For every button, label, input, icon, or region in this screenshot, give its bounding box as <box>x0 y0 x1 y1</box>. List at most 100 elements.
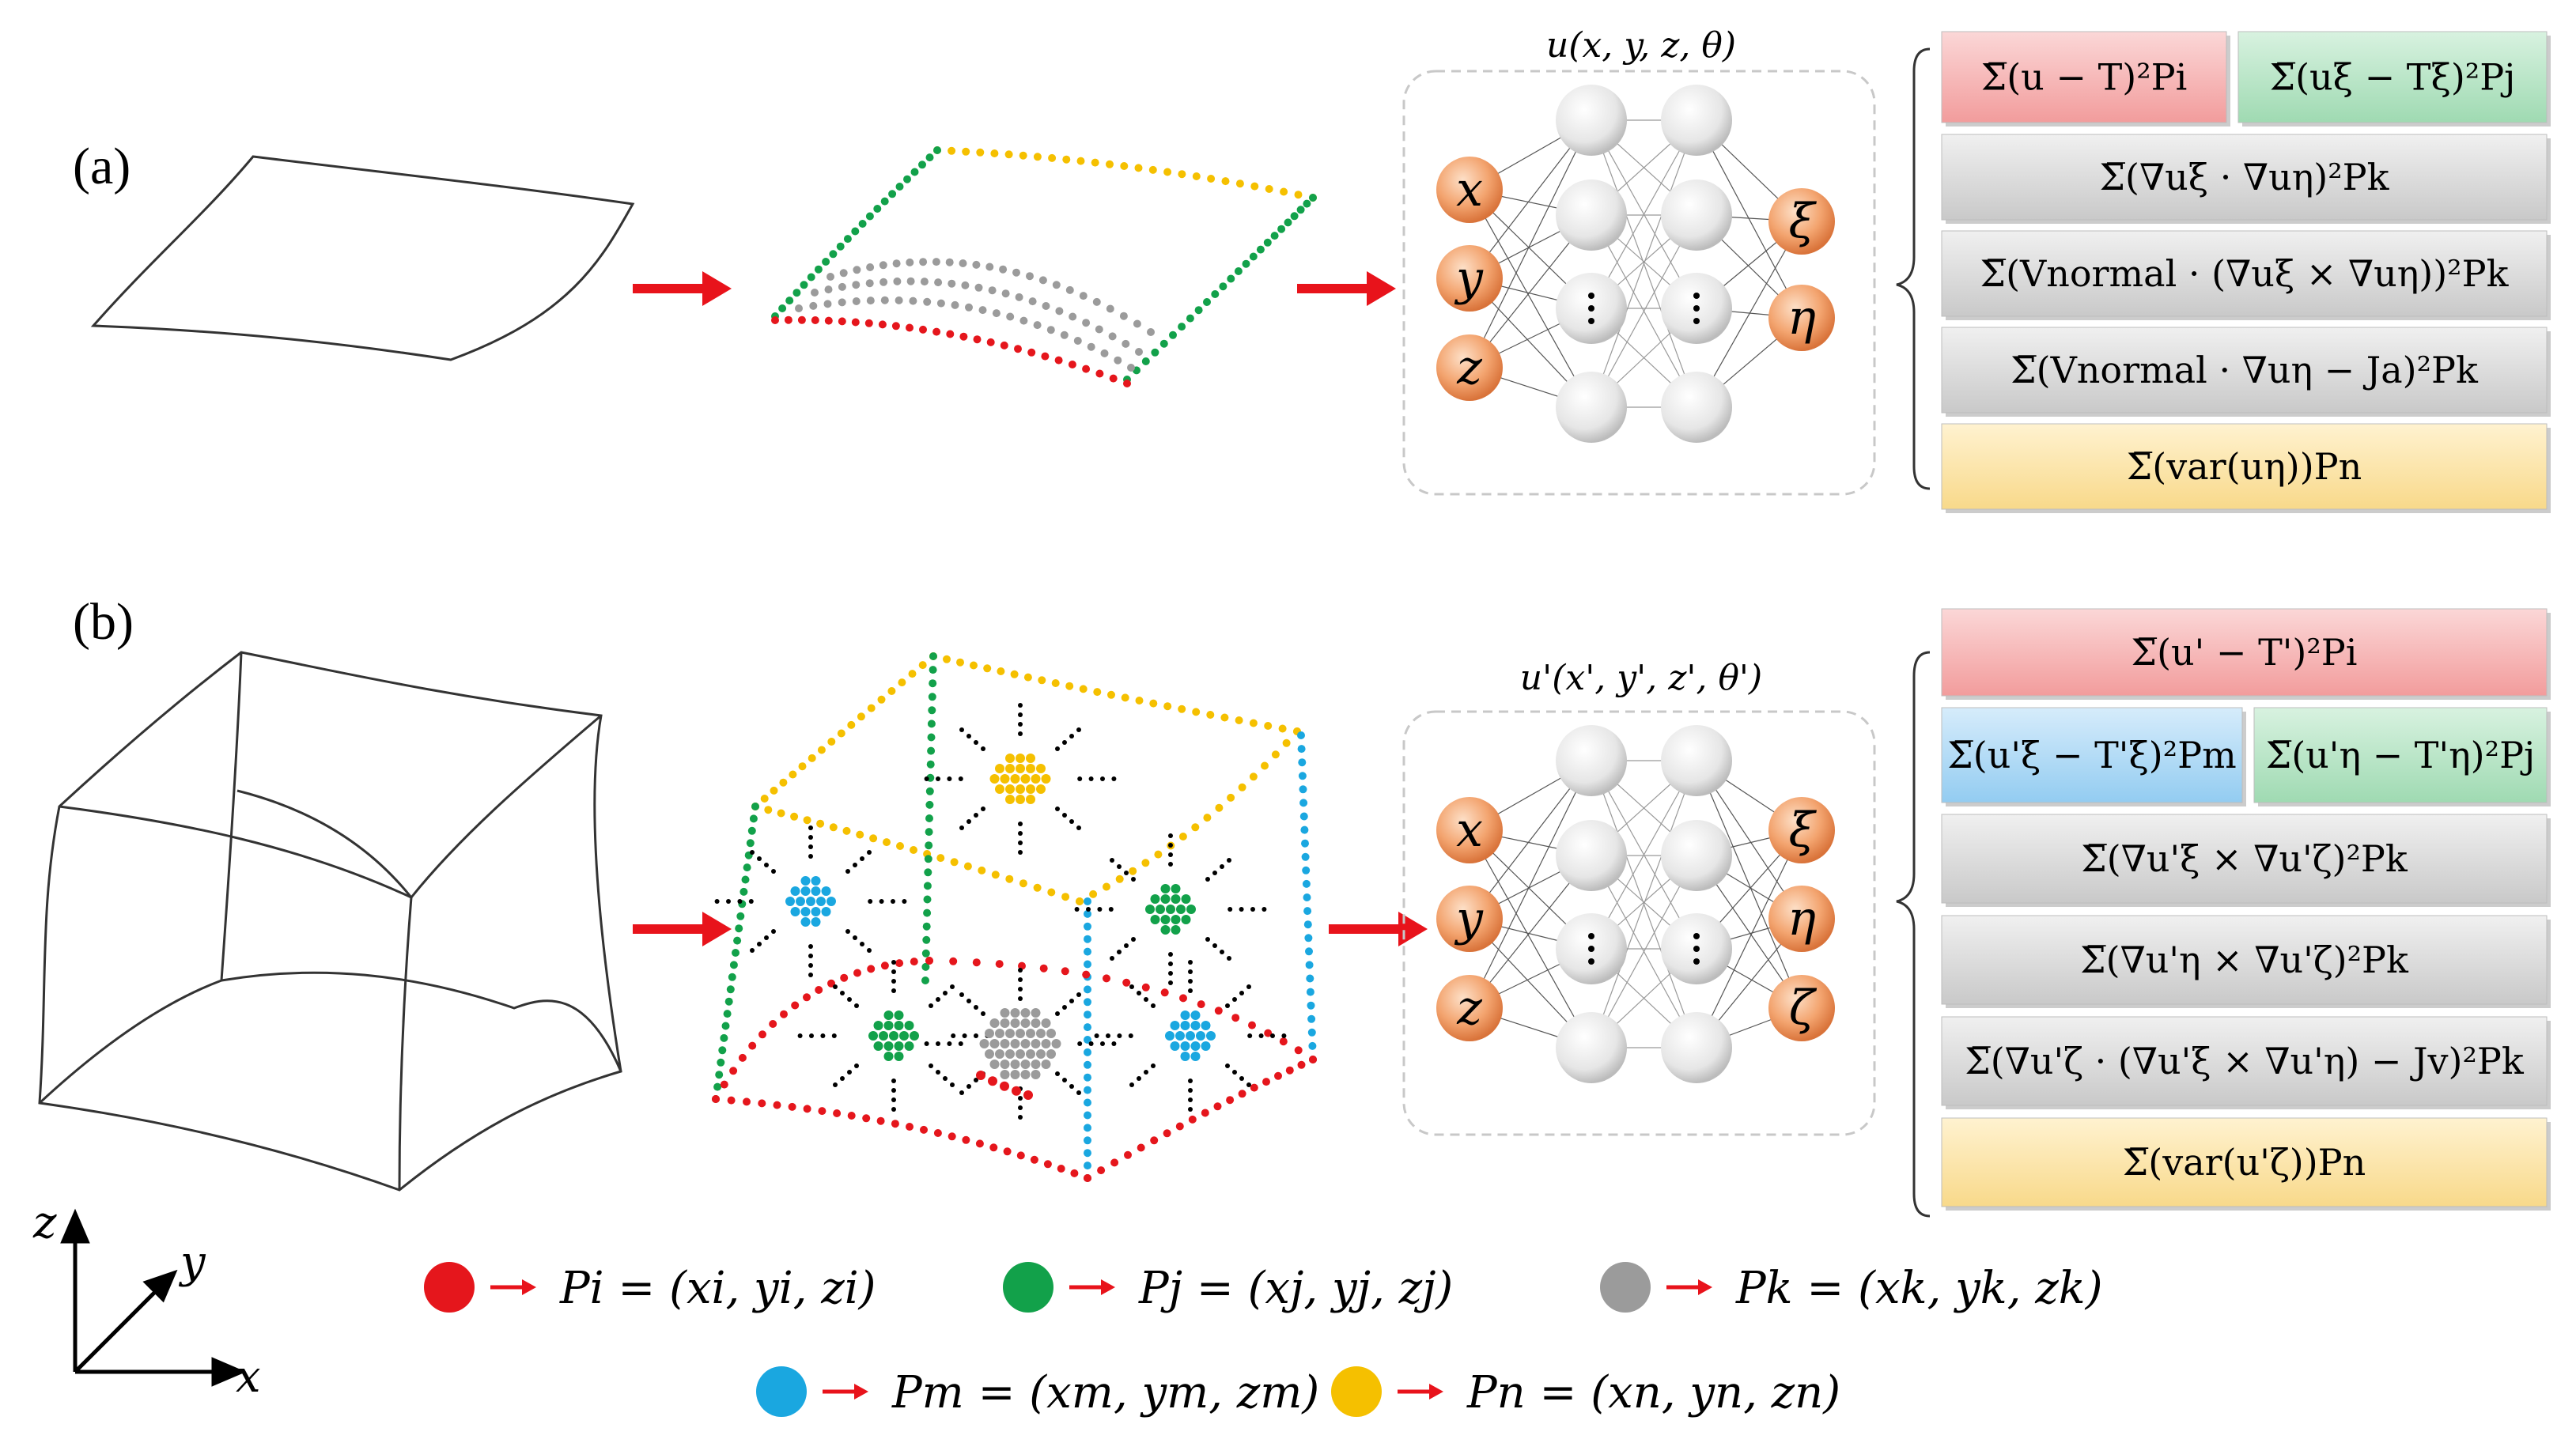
loss-term-box: Σ̅(∇u'ζ · (∇u'ξ × ∇u'η) − Jv)²Pk <box>1941 1016 2551 1109</box>
cluster-bottom-red-edge <box>976 1071 1033 1100</box>
ellipsis-dot <box>1588 293 1594 299</box>
cluster-front-right-blue <box>1094 960 1287 1112</box>
network-b-title: u'(x', y', z', θ') <box>1520 658 1762 698</box>
loss-term-box: Σ̅(Vnormal · (∇uξ × ∇uη))²Pk <box>1941 230 2551 320</box>
hidden-node-l2 <box>1661 1012 1732 1083</box>
network-a-frame <box>1402 70 1876 496</box>
arrows <box>633 271 1428 946</box>
bottom-right-red <box>1084 1056 1317 1182</box>
hidden-node-l1 <box>1556 85 1627 156</box>
loss-term-text: Σ̅(uξ − Tξ)²Pj <box>2270 56 2516 99</box>
cluster-back-green <box>797 960 990 1112</box>
panel-a-label: (a) <box>73 138 131 195</box>
legend-item: Pk = (xk, yk, zk) <box>1600 1262 2103 1314</box>
interior-gray-row <box>811 277 1143 356</box>
input-label-2: z <box>1456 340 1482 395</box>
bottom-back-right-red <box>925 957 1317 1063</box>
output-label-1: η <box>1787 290 1816 346</box>
brace-a <box>1896 47 1931 490</box>
legend-swatch <box>424 1262 475 1313</box>
legend-item: Pm = (xm, ym, zm) <box>756 1366 1319 1418</box>
top-back-yellow <box>929 652 1301 735</box>
cluster-top-yellow <box>924 703 1117 855</box>
ellipsis-dot <box>1588 946 1594 952</box>
legend-item: Pn = (xn, yn, zn) <box>1331 1366 1840 1418</box>
hexahedron-wireframe <box>38 651 622 1192</box>
output-node-1 <box>1768 886 1835 952</box>
network-b-frame <box>1402 710 1876 1136</box>
cluster-bottom-gray <box>924 968 1117 1120</box>
loss-term-text: Σ̅(∇u'ξ × ∇u'ζ)²Pk <box>2081 837 2408 880</box>
boundary-left-green <box>771 146 941 320</box>
flow-arrow <box>633 271 732 306</box>
network-a-title: u(x, y, z, θ) <box>1546 25 1736 66</box>
interior-gray-row <box>795 296 1135 372</box>
axis-x-label: x <box>236 1351 261 1403</box>
edge-front-left-green <box>712 803 759 1103</box>
cluster-left-blue <box>714 825 907 977</box>
legend-label: Pm = (xm, ym, zm) <box>891 1367 1319 1418</box>
input-node-2 <box>1436 975 1503 1041</box>
interior-gray-row <box>827 258 1155 336</box>
legend-label: Pi = (xi, yi, zi) <box>559 1263 876 1314</box>
ellipsis-dot <box>1693 958 1700 965</box>
ellipsis-dot <box>1693 293 1700 299</box>
input-node-1 <box>1436 245 1503 312</box>
legend-swatch <box>1003 1262 1053 1313</box>
hidden-node-l2 <box>1661 725 1732 796</box>
ellipsis-dot <box>1693 318 1700 324</box>
loss-term-text: Σ̅(u' − T')²Pi <box>2132 631 2358 674</box>
ellipsis-dot <box>1693 933 1700 939</box>
boundary-right-green <box>1123 194 1317 383</box>
hidden-node-l1 <box>1556 1012 1627 1083</box>
input-label-1: y <box>1454 891 1484 946</box>
loss-term-text: Σ̅(∇uξ · ∇uη)²Pk <box>2100 156 2390 198</box>
legend-label: Pj = (xj, yj, zj) <box>1138 1263 1453 1314</box>
ellipsis-dot <box>1588 305 1594 312</box>
loss-term-text: Σ̅(var(uη))Pn <box>2127 445 2362 488</box>
hidden-node-l1 <box>1556 725 1627 796</box>
top-left-yellow <box>751 652 937 810</box>
output-label-1: η <box>1787 891 1816 946</box>
output-label-0: ξ <box>1788 803 1817 858</box>
input-node-0 <box>1436 157 1503 223</box>
edge-back-right-blue <box>1297 731 1317 1063</box>
loss-term-box: Σ̅(∇u'η × ∇u'ζ)²Pk <box>1941 915 2551 1008</box>
loss-term-text: Σ̅(u − T)²Pi <box>1981 56 2188 99</box>
legend-swatch <box>756 1366 807 1417</box>
hidden-node-l1 <box>1556 820 1627 891</box>
loss-term-text: Σ̅(Vnormal · ∇uη − Ja)²Pk <box>2010 349 2479 391</box>
hidden-node-l2 <box>1661 179 1732 251</box>
legend: Pi = (xi, yi, zi) Pj = (xj, yj, zj) Pk = (… <box>424 1262 2103 1418</box>
input-node-0 <box>1436 797 1503 863</box>
legend-swatch <box>1600 1262 1651 1313</box>
edge-back-left-green <box>921 652 937 984</box>
loss-term-text: Σ̅(u'η − T'η)²Pj <box>2266 734 2536 776</box>
flow-arrow <box>1297 271 1396 306</box>
output-node-2 <box>1768 975 1835 1041</box>
loss-term-text: Σ̅(∇u'ζ · (∇u'ξ × ∇u'η) − Jv)²Pk <box>1965 1040 2525 1082</box>
output-node-1 <box>1768 285 1835 351</box>
legend-item: Pj = (xj, yj, zj) <box>1003 1262 1453 1314</box>
legend-label: Pk = (xk, yk, zk) <box>1735 1263 2103 1314</box>
loss-term-box: Σ̅(u − T)²Pi <box>1941 31 2230 127</box>
network-connections <box>1469 119 1802 408</box>
panel-b-label: (b) <box>73 593 134 651</box>
axis-y-label: y <box>178 1237 206 1288</box>
ellipsis-dot <box>1693 305 1700 312</box>
ellipsis-dot <box>1588 958 1594 965</box>
loss-term-box: Σ̅(∇uξ · ∇uη)²Pk <box>1941 134 2551 224</box>
surface-a-outline <box>90 155 635 361</box>
legend-label: Pn = (xn, yn, zn) <box>1466 1367 1840 1418</box>
edge-front-right-blue <box>1084 897 1091 1182</box>
hidden-node-l2 <box>1661 372 1732 443</box>
flow-arrow <box>633 912 732 946</box>
cluster-right-green <box>1074 833 1267 985</box>
ellipsis-dot <box>1588 933 1594 939</box>
loss-term-box: Σ̅(var(uη))Pn <box>1941 423 2551 513</box>
dotted-hexahedron-b <box>712 652 1317 1182</box>
